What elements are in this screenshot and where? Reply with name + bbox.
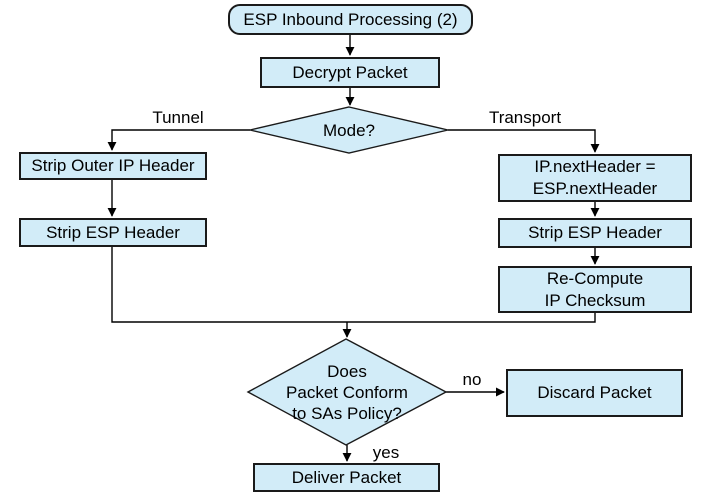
- node-deliver-packet: Deliver Packet: [253, 463, 440, 492]
- edge-mode-tunnel-branch: [107, 129, 250, 151]
- node-strip-outer-ip-header: Strip Outer IP Header: [19, 152, 207, 180]
- edge-label-tunnel: Tunnel: [152, 108, 204, 127]
- node-ip-nextheader: IP.nextHeader = ESP.nextHeader: [498, 154, 692, 202]
- node-decrypt-packet: Decrypt Packet: [260, 57, 440, 88]
- node-recompute-ip-checksum: Re-Compute IP Checksum: [498, 266, 692, 313]
- conform-decision-shape: [246, 338, 448, 446]
- node-start: ESP Inbound Processing (2): [228, 4, 473, 35]
- node-strip-esp-header-left: Strip ESP Header: [19, 218, 207, 247]
- edge-label-transport: Transport: [488, 108, 562, 127]
- mode-decision-shape: [249, 106, 449, 154]
- edge-label-yes: yes: [372, 443, 400, 462]
- node-discard-packet: Discard Packet: [506, 369, 683, 417]
- edge-mode-transport-branch: [448, 129, 600, 153]
- edge-merge-line: [111, 247, 596, 323]
- node-strip-esp-header-right: Strip ESP Header: [498, 218, 692, 248]
- edge-label-no: no: [462, 370, 482, 389]
